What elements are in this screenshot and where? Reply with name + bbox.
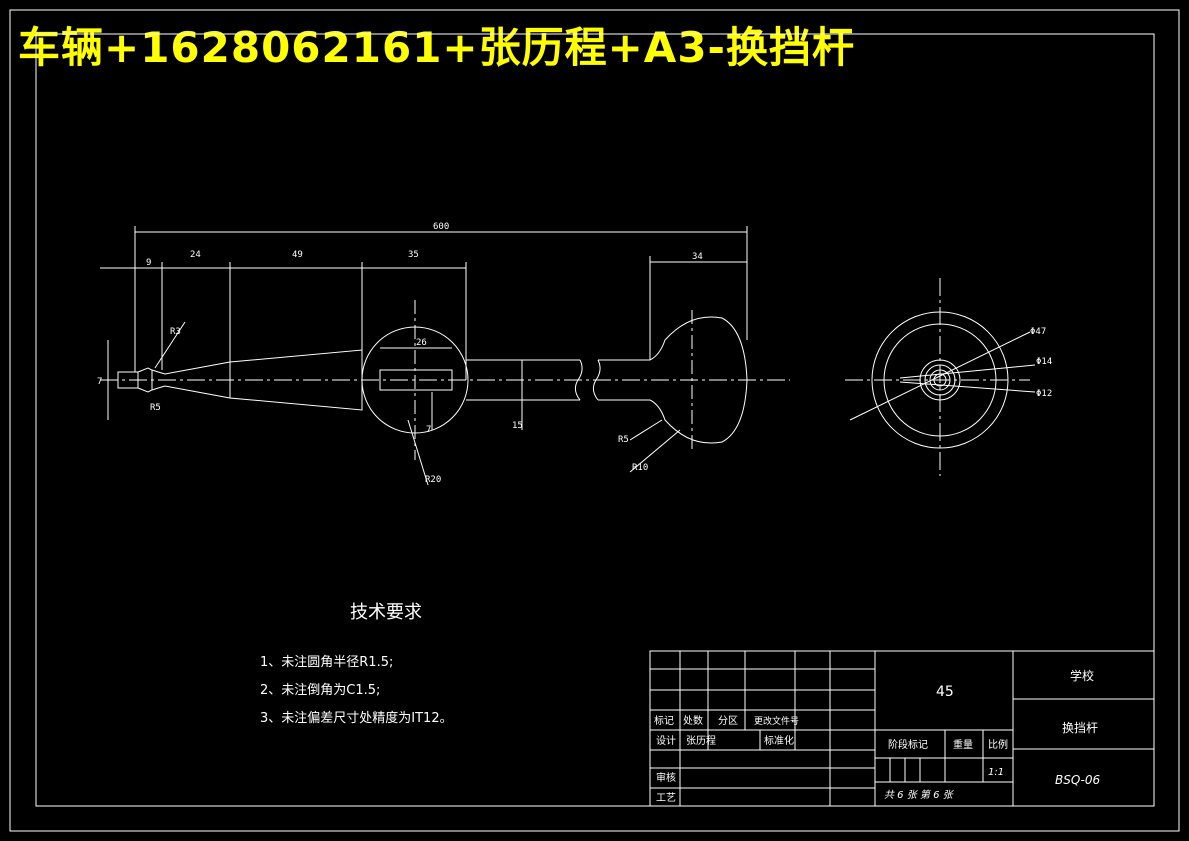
document-banner: 车辆+1628062161+张历程+A3-换挡杆 bbox=[18, 23, 855, 72]
title-block: 45 学校 换挡杆 BSQ-06 标记 处数 分区 更改文件号 设计 张历程 标… bbox=[649, 650, 1155, 807]
dim-9: 9 bbox=[146, 258, 151, 268]
ball-slot bbox=[379, 369, 453, 391]
tech-req-item: 3、未注偏差尺寸处精度为IT12。 bbox=[260, 710, 453, 726]
scale: 1:1 bbox=[988, 767, 1004, 778]
dim-r3: R3 bbox=[170, 327, 181, 337]
dim-r5: R5 bbox=[150, 403, 161, 413]
tech-requirements: 技术要求 1、未注圆角半径R1.5; 2、未注倒角为C1.5; 3、未注偏差尺寸… bbox=[260, 602, 453, 726]
break-2 bbox=[592, 359, 601, 401]
dim-15: 15 bbox=[512, 421, 523, 431]
dim-r10: R10 bbox=[632, 463, 648, 473]
col-label: 处数 bbox=[683, 714, 703, 727]
sheet-info: 共 6 张 第 6 张 bbox=[884, 789, 955, 801]
dim-34: 34 bbox=[692, 252, 703, 262]
weight: 重量 bbox=[953, 738, 973, 751]
knob bbox=[649, 316, 748, 444]
design-label: 设计 bbox=[656, 734, 676, 747]
standardize-label: 标准化 bbox=[764, 734, 794, 747]
dim-24: 24 bbox=[190, 250, 201, 260]
dim-26: 26 bbox=[416, 338, 427, 348]
process-label: 工艺 bbox=[656, 792, 676, 804]
side-view: 600 9 24 49 35 34 26 7 7 R3 R5 R20 15 R5… bbox=[97, 222, 790, 486]
ratio: 比例 bbox=[988, 738, 1008, 751]
dim-35: 35 bbox=[408, 250, 419, 260]
tech-req-title: 技术要求 bbox=[350, 602, 422, 623]
dim-49: 49 bbox=[292, 250, 303, 260]
part-name: 换挡杆 bbox=[1062, 721, 1098, 735]
dim-600: 600 bbox=[433, 222, 449, 232]
col-label: 标记 bbox=[654, 715, 674, 727]
col-label: 更改文件号 bbox=[754, 715, 799, 727]
dim-r20: R20 bbox=[425, 475, 441, 485]
tech-req-item: 2、未注倒角为C1.5; bbox=[260, 683, 380, 698]
end-outer bbox=[871, 311, 1009, 449]
stage-mark: 阶段标记 bbox=[888, 738, 928, 751]
dim-phi47: Φ47 bbox=[1030, 327, 1046, 337]
tip-neck bbox=[137, 367, 153, 393]
drawing-number: BSQ-06 bbox=[1055, 773, 1100, 787]
dim-phi12: Φ12 bbox=[1036, 389, 1052, 399]
col-label: 分区 bbox=[718, 715, 738, 727]
outer-border bbox=[9, 9, 1180, 832]
inner-border bbox=[35, 33, 1155, 807]
dim-7-ball: 7 bbox=[426, 425, 431, 435]
school: 学校 bbox=[1070, 668, 1094, 683]
end-view: Φ47 Φ14 Φ12 bbox=[845, 278, 1052, 476]
tech-req-item: 1、未注圆角半径R1.5; bbox=[260, 655, 393, 670]
dim-7-left: 7 bbox=[97, 377, 102, 387]
material: 45 bbox=[936, 684, 954, 700]
break-1 bbox=[574, 359, 583, 401]
dim-phi14: Φ14 bbox=[1036, 357, 1052, 367]
designer: 张历程 bbox=[686, 735, 716, 747]
taper-2 bbox=[229, 349, 363, 411]
dim-r5-knob: R5 bbox=[618, 435, 629, 445]
review-label: 审核 bbox=[656, 771, 676, 784]
tip bbox=[117, 371, 139, 389]
